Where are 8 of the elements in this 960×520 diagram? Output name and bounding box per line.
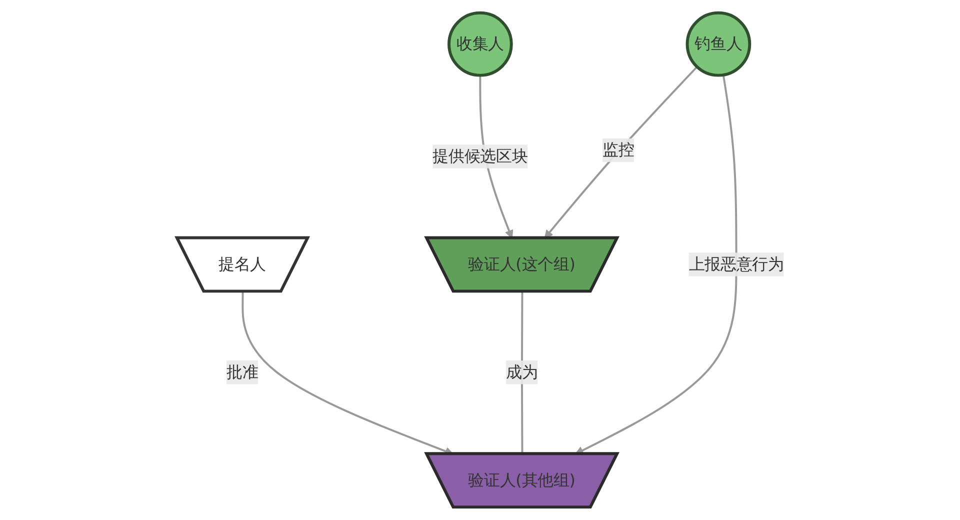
node-circle: 钓鱼人	[685, 11, 751, 77]
edge-label: 上报恶意行为	[688, 254, 784, 274]
edge-label: 提供候选区块	[432, 146, 528, 166]
arrow	[574, 74, 737, 454]
edge-label: 批准	[226, 362, 258, 382]
node-circle: 收集人	[447, 11, 512, 77]
edge-label: 成为	[506, 362, 538, 382]
edge-label: 监控	[602, 140, 634, 160]
